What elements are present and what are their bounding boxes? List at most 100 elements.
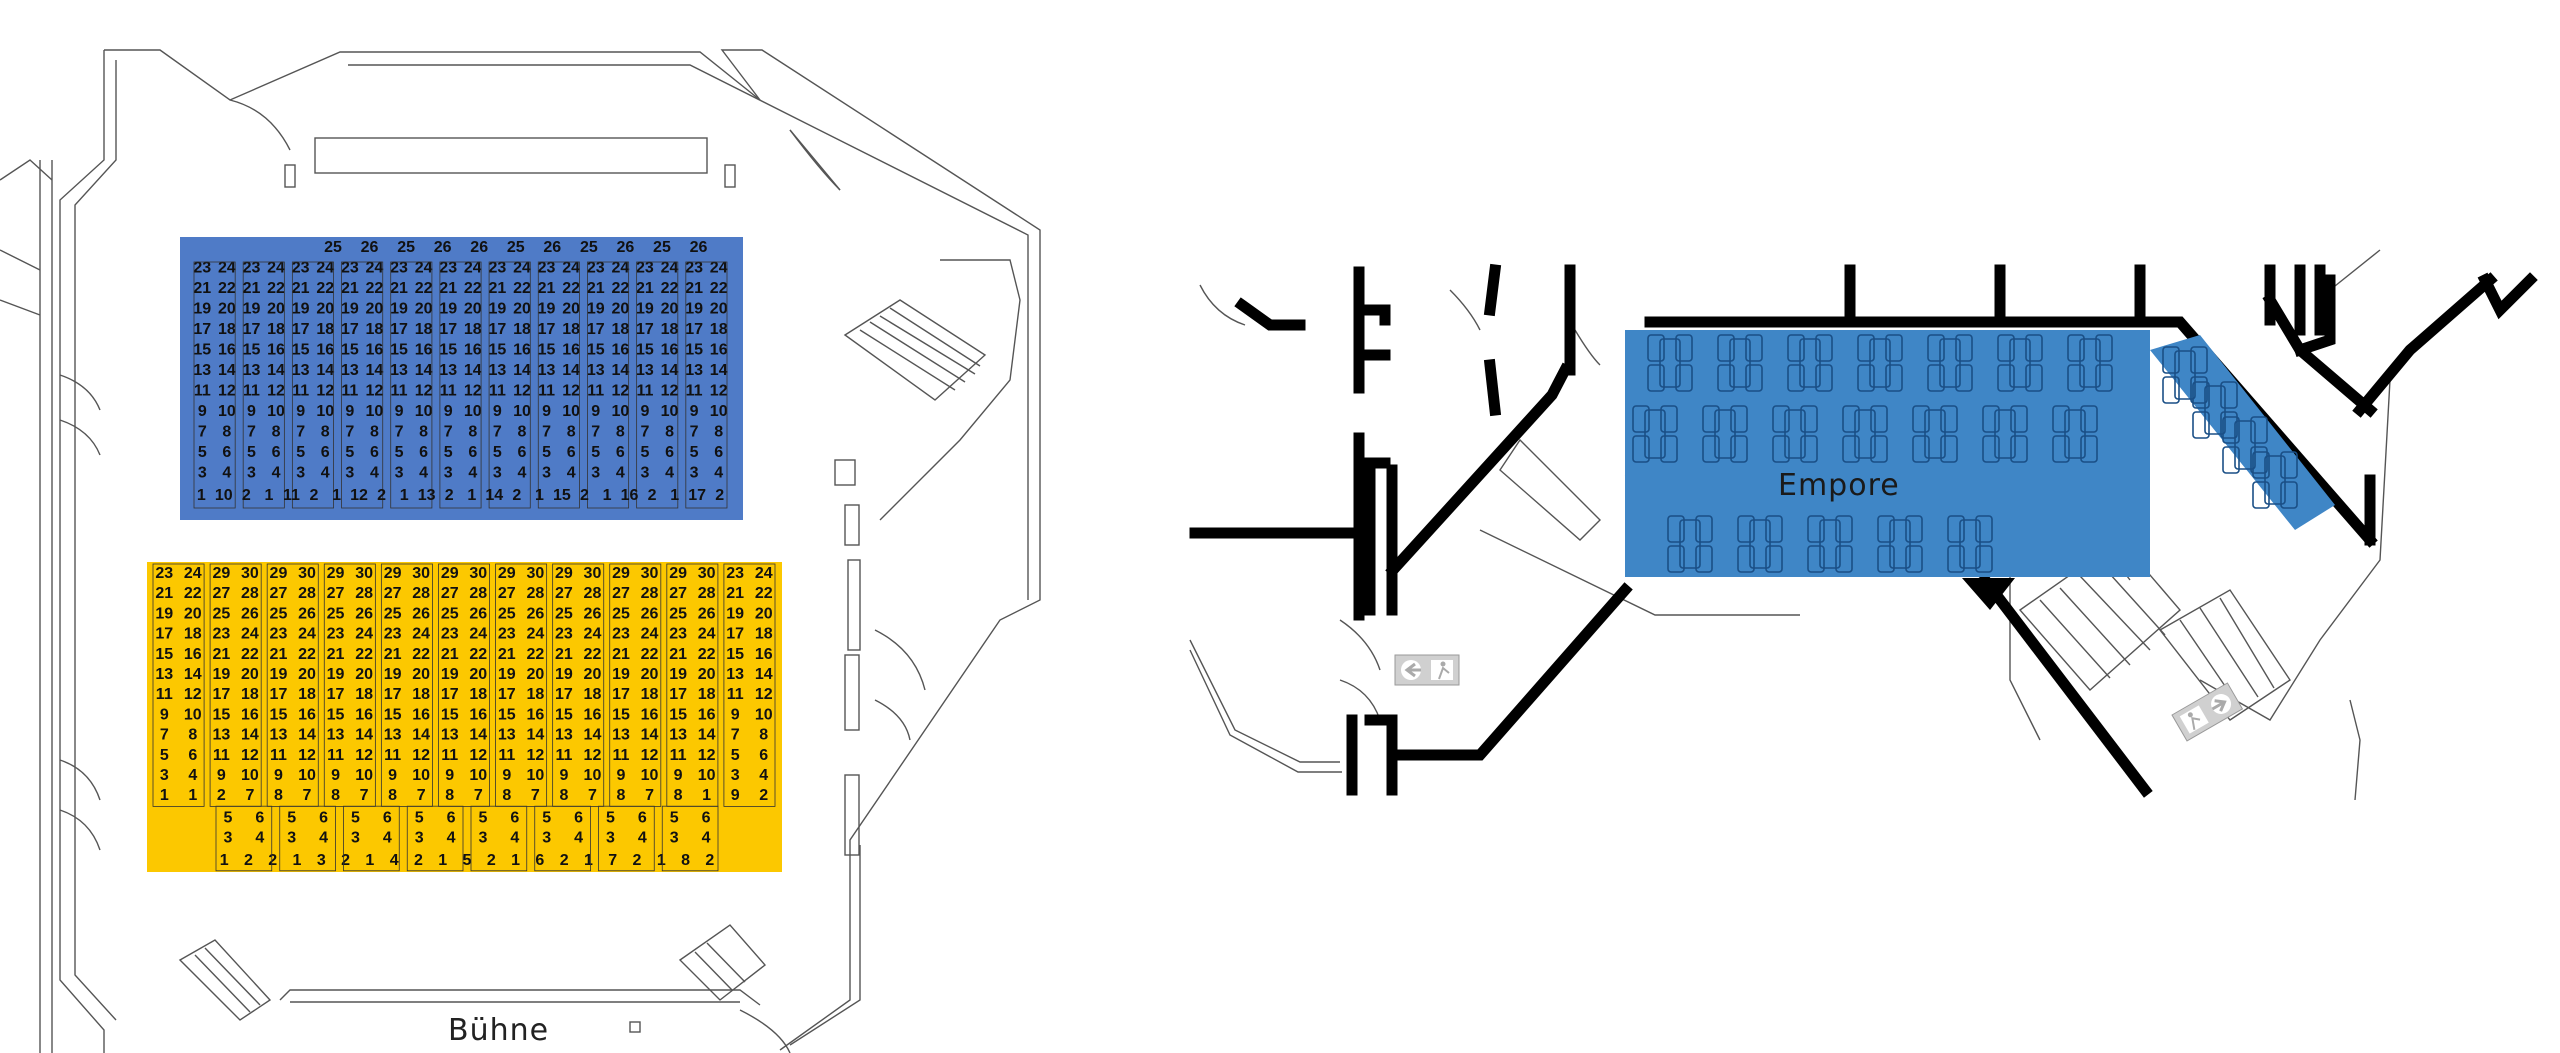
seat-number: 13	[498, 727, 516, 744]
wall-wedge	[1962, 578, 2015, 610]
seat-number: 12	[241, 747, 259, 764]
seat-number: 13	[243, 362, 261, 379]
seat-number: 18	[355, 686, 373, 703]
seat-number: 8	[714, 424, 723, 441]
seat-number: 23	[384, 626, 402, 643]
seat-number: 4	[665, 465, 674, 482]
seat-number: 10	[366, 403, 384, 420]
seat-number: 26	[361, 239, 379, 256]
seat-number: 13	[439, 362, 457, 379]
seat-number: 27	[441, 585, 459, 602]
seat-number: 3	[690, 465, 699, 482]
seat-number: 9	[445, 767, 454, 784]
seat-number: 3	[444, 465, 453, 482]
seat-number: 25	[384, 605, 402, 622]
seat-number: 14	[355, 727, 373, 744]
seat-number: 24	[526, 626, 544, 643]
seat-number: 5	[640, 444, 649, 461]
seat-number: 9	[542, 403, 551, 420]
gallery-table	[2052, 405, 2098, 463]
seat-number: 16	[184, 646, 202, 663]
seat-number: 18	[366, 321, 384, 338]
seat-number: 8	[445, 787, 454, 804]
seat-number: 22	[298, 646, 316, 663]
seat-number: 10	[218, 403, 236, 420]
seat-number: 9	[731, 787, 740, 804]
seat-number: 7	[645, 787, 654, 804]
seat-number: 20	[184, 605, 202, 622]
seat-number: 28	[698, 585, 716, 602]
seat-number: 23	[155, 565, 173, 582]
seat-number: 22	[412, 646, 430, 663]
seat-number: 23	[488, 260, 506, 277]
seat-number: 3	[640, 465, 649, 482]
seat-number: 10	[661, 403, 679, 420]
seat-number: 17	[212, 686, 230, 703]
seat-number: 24	[184, 565, 202, 582]
seat-number: 17	[384, 686, 402, 703]
seat-number: 10	[641, 767, 659, 784]
seat-number: 23	[327, 626, 345, 643]
seat-column	[242, 261, 285, 509]
seat-number: 14	[469, 727, 487, 744]
seat-number: 9	[331, 767, 340, 784]
seat-number: 30	[241, 565, 259, 582]
seat-number: 3	[542, 465, 551, 482]
seat-number: 23	[685, 260, 703, 277]
seat-number: 9	[640, 403, 649, 420]
seat-number: 14	[526, 727, 544, 744]
seat-number: 20	[611, 301, 629, 318]
seat-number: 24	[267, 260, 285, 277]
seat-number: 20	[584, 666, 602, 683]
seat-number: 12	[710, 383, 728, 400]
seat-number: 20	[469, 666, 487, 683]
seat-number: 10	[464, 403, 482, 420]
seat-number: 9	[274, 767, 283, 784]
seat-number: 12	[184, 686, 202, 703]
gallery-table	[1997, 334, 2043, 392]
seat-number: 26	[641, 605, 659, 622]
seat-number: 17	[341, 321, 359, 338]
gallery-table	[1702, 405, 1748, 463]
seat-number: 15	[636, 342, 654, 359]
seat-number: 29	[498, 565, 516, 582]
seat-number: 15	[587, 342, 605, 359]
seat-number: 18	[415, 321, 433, 338]
seat-number: 13	[441, 727, 459, 744]
seat-number: 9	[345, 403, 354, 420]
seat-number: 16	[218, 342, 236, 359]
seat-number: 15	[555, 706, 573, 723]
seat-number: 21	[441, 646, 459, 663]
seat-number: 11	[538, 383, 555, 400]
seat-number: 3	[478, 830, 487, 847]
seat-number: 7	[296, 424, 305, 441]
seat-number: 26	[412, 605, 430, 622]
seat-number: 9	[617, 767, 626, 784]
seat-number: 4	[370, 465, 379, 482]
seat-number: 30	[469, 565, 487, 582]
seat-number: 2	[242, 487, 251, 504]
seat-number: 7	[345, 424, 354, 441]
seat-column	[343, 805, 400, 872]
seat-number: 22	[698, 646, 716, 663]
seat-number: 6	[222, 444, 231, 461]
seat-number: 14	[218, 362, 236, 379]
seat-number: 16	[661, 342, 679, 359]
seat-number: 19	[636, 301, 654, 318]
seat-number: 7	[444, 424, 453, 441]
seat-number: 20	[355, 666, 373, 683]
seat-number: 8	[370, 424, 379, 441]
seat-number: 7	[360, 787, 369, 804]
seat-number: 29	[555, 565, 573, 582]
seat-number: 25	[507, 239, 525, 256]
seat-number: 13	[341, 362, 359, 379]
seat-number: 19	[587, 301, 605, 318]
seat-number: 16	[412, 706, 430, 723]
seat-number: 2	[580, 487, 589, 504]
seat-number: 11	[213, 747, 230, 764]
seat-number: 17	[488, 321, 506, 338]
seat-number: 11	[587, 383, 604, 400]
seat-number: 9	[690, 403, 699, 420]
seat-number: 2	[414, 852, 423, 869]
seat-number: 28	[355, 585, 373, 602]
